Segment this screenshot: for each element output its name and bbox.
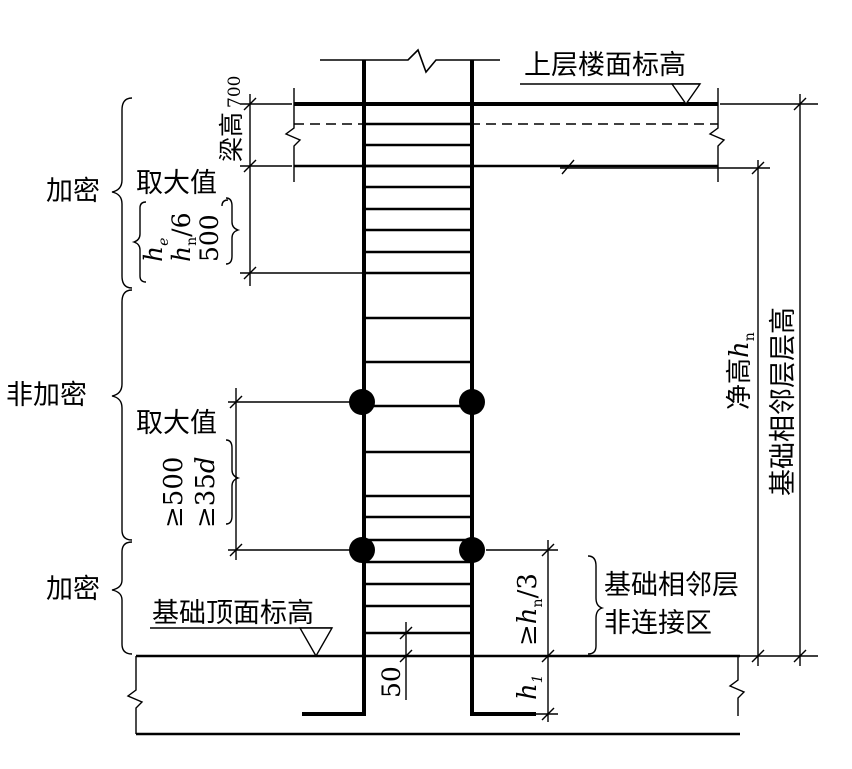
dim-h1-tick-bot: [541, 707, 555, 721]
adjacent-zone-label-2: 非连接区: [604, 608, 712, 639]
dim-story-tick-bot: [793, 649, 807, 663]
hn6-symbol: hn/6: [167, 213, 200, 262]
ge-hn3-label: ≥hn/3: [513, 573, 546, 646]
take-max-label-2: 取大值: [136, 408, 217, 439]
brace-densify-top: [111, 97, 133, 289]
labels: 上层楼面标高 基础顶面标高 加密 非加密 加密 取大值 取大值 梁高 700 h…: [6, 50, 799, 700]
connection-dot-upper-left: [349, 389, 375, 415]
densify-top-label: 加密: [46, 176, 100, 207]
clear-height-label: 净高hn: [725, 332, 758, 410]
connection-dot-lower-left: [349, 537, 375, 563]
foundation-top-label: 基础顶面标高: [152, 598, 314, 629]
beam-left-break: [284, 88, 302, 182]
brace-adjacent-zone: [587, 555, 605, 655]
take-max-label-1: 取大值: [136, 168, 217, 199]
value-500: 500: [195, 214, 224, 262]
stirrups: [364, 122, 472, 635]
dim-hn3-tick-mid: [541, 649, 555, 663]
he-symbol: he: [139, 238, 172, 262]
story-height-label: 基础相邻层层高: [768, 307, 799, 496]
h1-label: h1: [513, 674, 546, 700]
connection-dot-lower-right: [459, 537, 485, 563]
dim-hn3-tick-top: [541, 543, 555, 557]
ge-35d-label: ≥35d: [191, 456, 221, 528]
bar-connections: [349, 389, 485, 563]
dim-clear-tick-bot: [751, 649, 765, 663]
brace-takemax-1: [131, 201, 147, 283]
beam-height-label: 梁高: [217, 112, 246, 162]
foundation-right-break: [728, 656, 746, 716]
beam-height-value: 700: [225, 76, 245, 108]
brace-takemax-1b: [221, 199, 229, 207]
brace-densify-bottom: [111, 541, 133, 655]
brace-values: [225, 197, 241, 265]
dim-clear-tick-beam: [561, 159, 575, 175]
dim-story-tick-top: [793, 97, 807, 111]
beam-right-break: [708, 88, 726, 182]
upper-floor-triangle: [670, 83, 702, 106]
brace-ge-values: [225, 439, 241, 525]
brace-values-group: [225, 197, 241, 525]
brace-non-densify: [111, 289, 133, 541]
dim-left-tick-bot: [243, 266, 257, 280]
dimension-lines: [111, 94, 818, 722]
adjacent-zone-label-1: 基础相邻层: [604, 570, 739, 601]
upper-floor-label: 上层楼面标高: [524, 50, 686, 81]
dim-left-tick-top: [243, 97, 257, 111]
non-densify-label: 非加密: [6, 380, 87, 411]
column-top-break: [320, 48, 500, 74]
dim-conn-tick-top: [229, 395, 243, 409]
foundation-top-triangle: [298, 627, 334, 658]
dim-clear-tick-top: [751, 161, 765, 175]
ge-500-label: ≥500: [159, 457, 189, 528]
densify-bottom-label: 加密: [46, 574, 100, 605]
dim-50-label: 50: [377, 666, 406, 698]
dim-left-tick-mid: [243, 159, 257, 173]
dim-conn-tick-bot: [229, 543, 243, 557]
dim-50-tick-bot: [399, 649, 413, 663]
connection-dot-upper-right: [459, 389, 485, 415]
foundation-left-break: [126, 656, 144, 734]
dim-50-tick-top: [399, 626, 413, 640]
